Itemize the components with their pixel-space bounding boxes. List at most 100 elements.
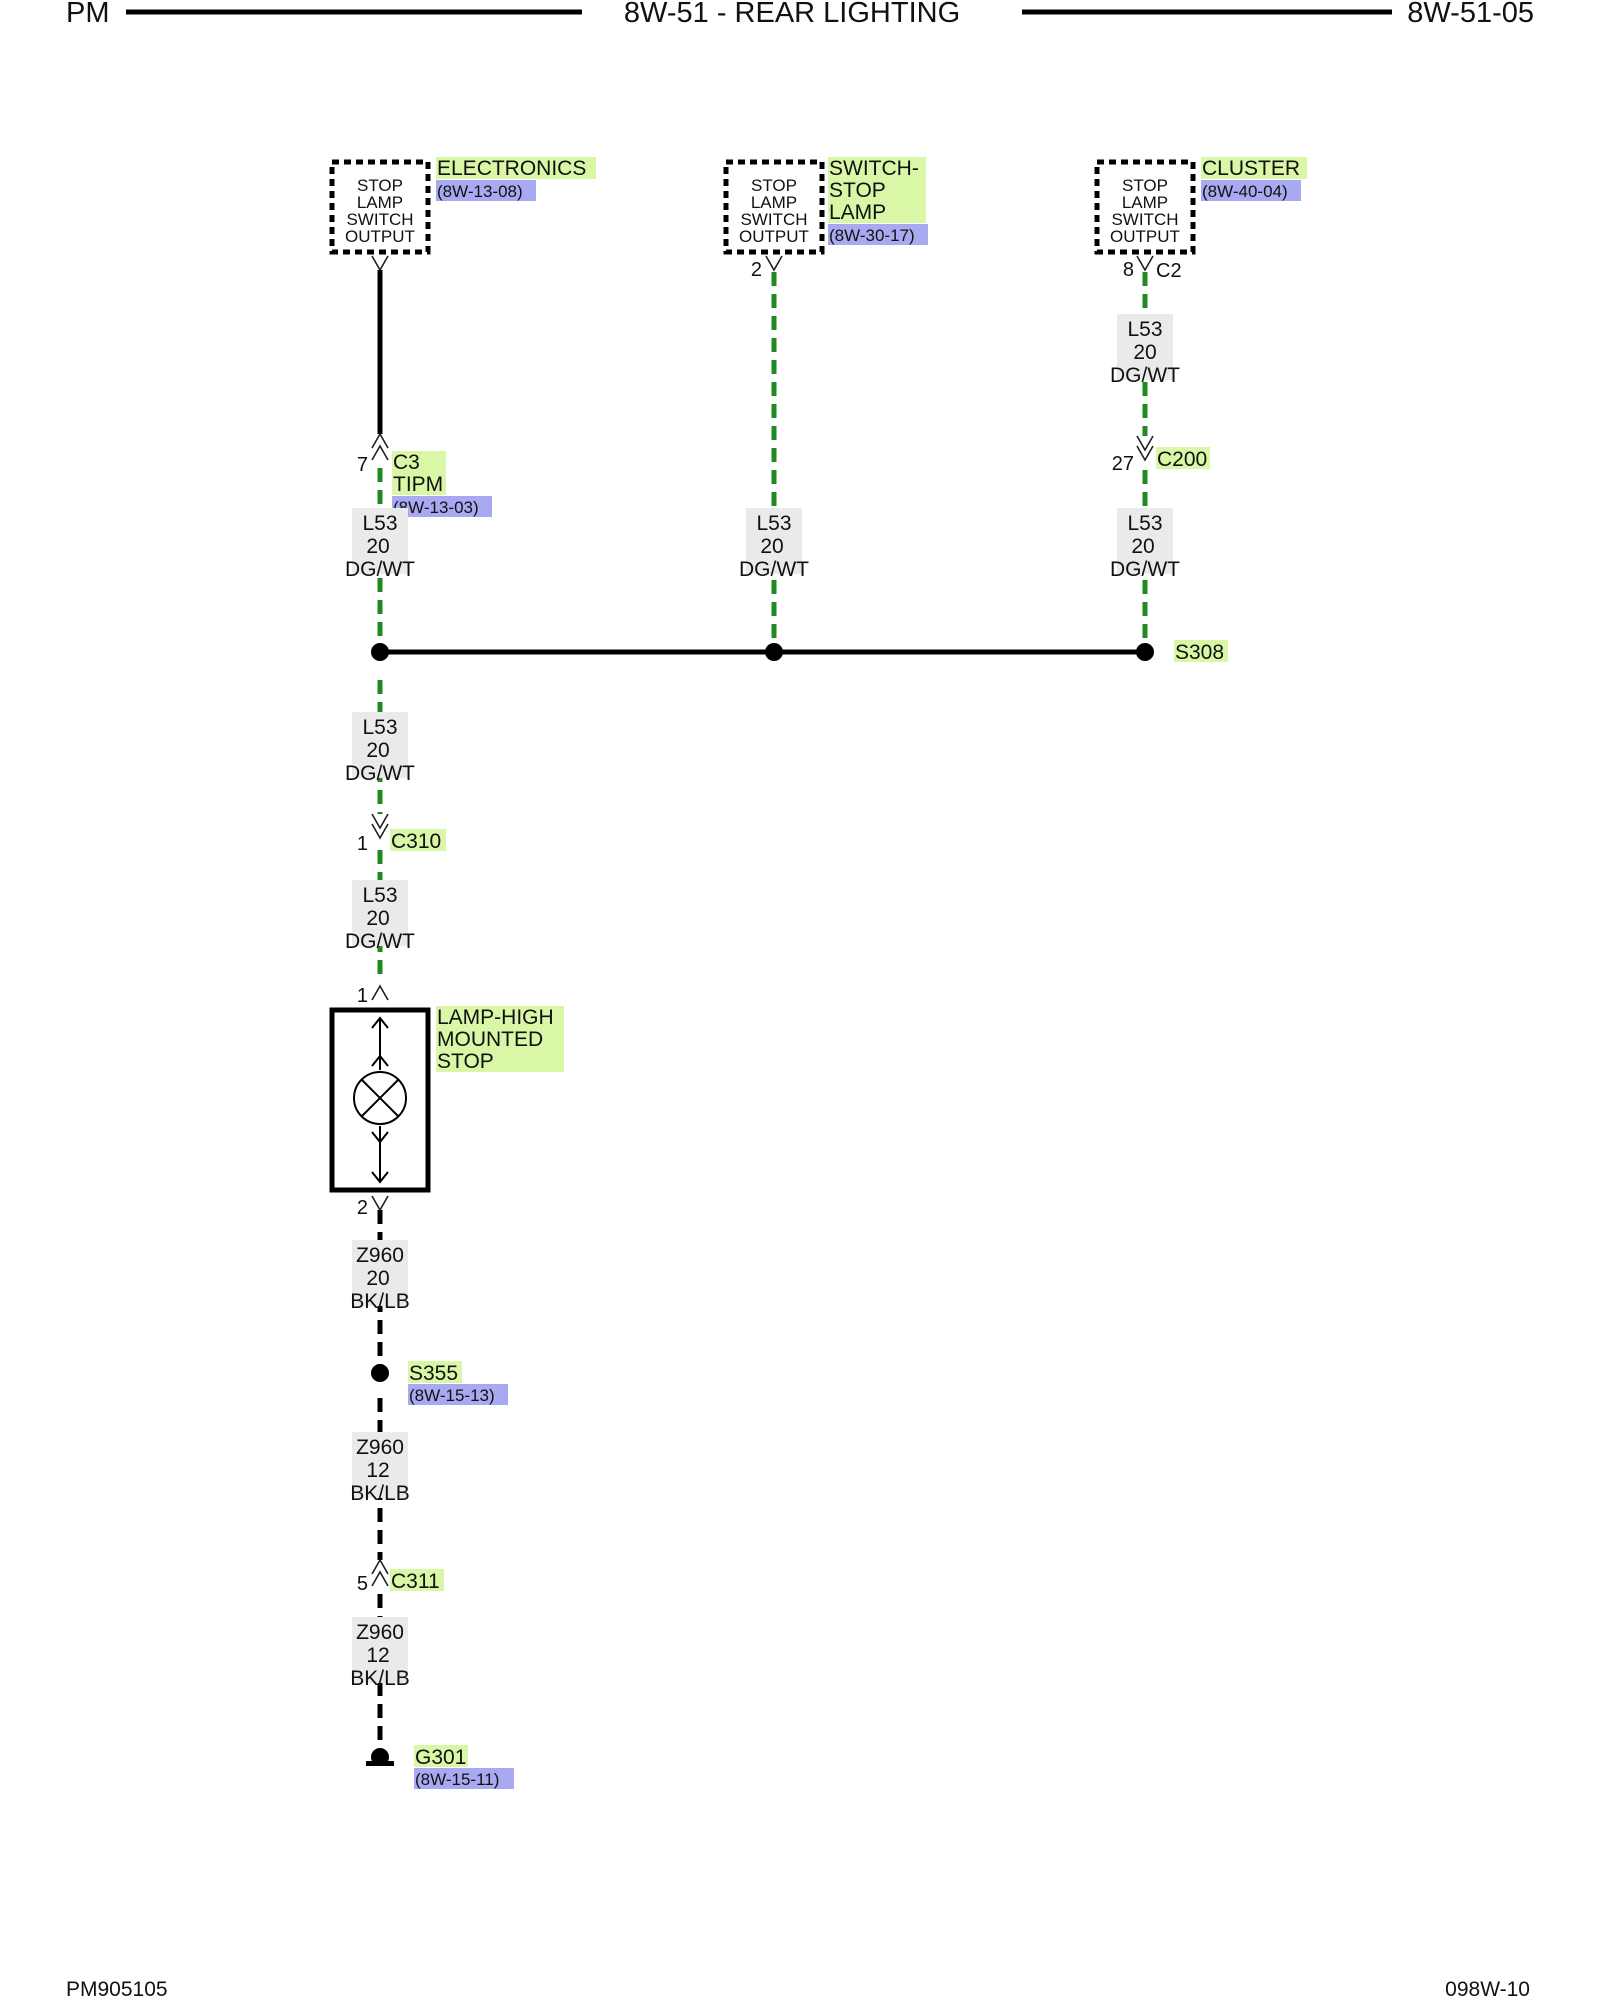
- wire-gauge: 20: [366, 907, 389, 930]
- wire-circuit: L53: [362, 884, 397, 907]
- cluster-box-line: SWITCH: [1111, 210, 1178, 229]
- arrow-up-icon: [371, 1054, 389, 1067]
- lamp-pin-bottom: 2: [357, 1197, 368, 1219]
- lamp-name-line: STOP: [437, 1050, 494, 1073]
- electronics-ref: (8W-13-08): [437, 182, 523, 201]
- wire-color: DG/WT: [345, 558, 415, 581]
- male-terminal-icon: [371, 984, 389, 1001]
- wire-circuit: L53: [362, 716, 397, 739]
- cluster-name: CLUSTER: [1202, 157, 1300, 180]
- header-left: PM: [66, 0, 110, 29]
- switch-box-line: SWITCH: [740, 210, 807, 229]
- electronics-ref-highlight: [436, 180, 536, 201]
- electronics-name-highlight: [436, 157, 596, 179]
- switch-pin: 2: [751, 259, 762, 281]
- wire-gauge: 20: [1133, 341, 1156, 364]
- c311-pin: 5: [357, 1573, 368, 1595]
- female-terminal-icon: [1136, 435, 1154, 452]
- wire-gauge: 12: [366, 1644, 389, 1667]
- switch-ref: (8W-30-17): [829, 226, 915, 245]
- switch-name-highlight: [828, 157, 926, 223]
- c3-ref: (8W-13-03): [393, 498, 479, 517]
- c311-highlight: [390, 1569, 444, 1591]
- c200-pin: 27: [1112, 453, 1134, 475]
- switch-box-line: OUTPUT: [739, 227, 809, 246]
- g301-ref-highlight: [414, 1768, 514, 1789]
- s355-highlight: [408, 1361, 462, 1383]
- cluster-box-line: STOP: [1122, 176, 1168, 195]
- male-terminal-icon: [371, 1570, 389, 1587]
- c310-highlight: [390, 829, 446, 851]
- electronics-box: [329, 159, 431, 255]
- footer-left: PM905105: [66, 1978, 168, 2000]
- c3-ref-highlight: [392, 496, 492, 517]
- cluster-box: [1094, 159, 1196, 255]
- c200-name: C200: [1157, 448, 1207, 471]
- electronics-box-line: LAMP: [357, 193, 403, 212]
- c3-highlight: [392, 451, 446, 495]
- switch-stop-lamp-box: [723, 159, 825, 255]
- wire-gauge: 20: [366, 739, 389, 762]
- wire-gauge: 20: [366, 1267, 389, 1290]
- wire-label-box: [352, 508, 408, 574]
- s355-ref-highlight: [408, 1384, 508, 1405]
- c3-name-line: C3: [393, 451, 420, 474]
- switch-name-line: SWITCH-: [829, 157, 919, 180]
- cluster-name-highlight: [1201, 157, 1307, 179]
- cluster-ref: (8W-40-04): [1202, 182, 1288, 201]
- electronics-box-line: OUTPUT: [345, 227, 415, 246]
- cluster-box-line: LAMP: [1122, 193, 1168, 212]
- wire-label-box: [746, 508, 802, 574]
- wire-circuit: Z960: [356, 1244, 404, 1267]
- wire-color: BK/LB: [350, 1290, 410, 1313]
- female-terminal-icon: [1136, 255, 1154, 272]
- wire-gauge: 12: [366, 1459, 389, 1482]
- wire-label-box: [352, 880, 408, 946]
- wire-label-box: [1117, 314, 1173, 380]
- c310-pin: 1: [357, 833, 368, 855]
- splice-dot: [765, 643, 783, 661]
- c311-name: C311: [391, 1570, 440, 1593]
- cluster-connector: C2: [1156, 260, 1182, 282]
- wire-circuit: L53: [362, 512, 397, 535]
- wire-label-box: [352, 1432, 408, 1498]
- electronics-box-line: STOP: [357, 176, 403, 195]
- male-terminal-icon: [371, 444, 389, 461]
- switch-box-line: LAMP: [751, 193, 797, 212]
- wire-circuit: L53: [1127, 512, 1162, 535]
- wire-label-box: [352, 1240, 408, 1306]
- ground-icon: [366, 1748, 394, 1766]
- g301-ref: (8W-15-11): [415, 1770, 499, 1789]
- wire-gauge: 20: [1131, 535, 1154, 558]
- c3-name-line: TIPM: [393, 473, 443, 496]
- wire-color: DG/WT: [739, 558, 809, 581]
- splice-dot: [1136, 643, 1154, 661]
- splice-dot: [371, 1364, 389, 1382]
- arrow-down-icon: [371, 1131, 389, 1144]
- cluster-ref-highlight: [1201, 180, 1301, 201]
- wire-circuit: L53: [1127, 318, 1162, 341]
- header-right: 8W-51-05: [1407, 0, 1534, 29]
- s355-name: S355: [409, 1362, 458, 1385]
- male-terminal-icon: [371, 432, 389, 449]
- wire-color: BK/LB: [350, 1482, 410, 1505]
- c3-pin: 7: [357, 454, 368, 476]
- female-terminal-icon: [765, 255, 783, 272]
- female-terminal-icon: [371, 813, 389, 830]
- lamp-pin-top: 1: [357, 985, 368, 1007]
- wire-gauge: 20: [760, 535, 783, 558]
- s355-ref: (8W-15-13): [409, 1386, 495, 1405]
- g301-highlight: [414, 1745, 468, 1767]
- wire-label-box: [352, 712, 408, 778]
- s308-name: S308: [1175, 641, 1224, 664]
- s308-highlight: [1174, 640, 1228, 662]
- wire-gauge: 20: [366, 535, 389, 558]
- wire-circuit: Z960: [356, 1621, 404, 1644]
- wire-color: DG/WT: [345, 762, 415, 785]
- wire-label-box: [352, 1617, 408, 1683]
- splice-dot: [371, 643, 389, 661]
- wire-color: DG/WT: [1110, 558, 1180, 581]
- wire-color: BK/LB: [350, 1667, 410, 1690]
- electronics-name: ELECTRONICS: [437, 157, 586, 180]
